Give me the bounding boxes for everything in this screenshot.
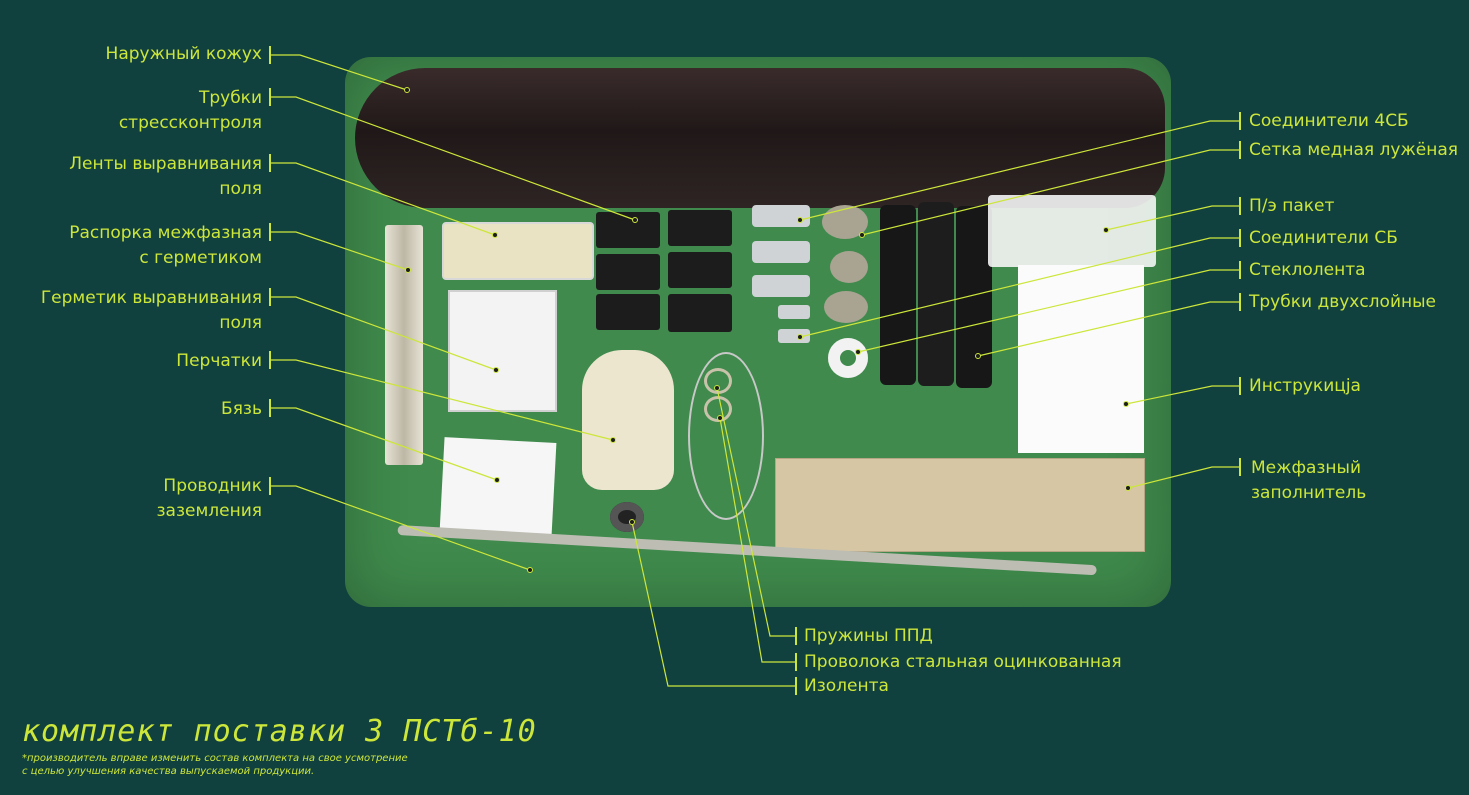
connectors-sb [778, 305, 812, 345]
label-outer-sleeve: Наружный кожух [105, 44, 262, 64]
label-line: заполнитель [1251, 483, 1367, 503]
label-line: Межфазный [1251, 458, 1362, 478]
gloves [582, 350, 674, 490]
phase-spacer [385, 225, 423, 465]
label-cloth: Бязь [221, 399, 262, 419]
insulating-tape-roll [610, 502, 644, 532]
label-connectors-4sb: Соединители 4СБ [1249, 111, 1409, 131]
label-line: Трубки [198, 88, 262, 108]
label-line: заземления [156, 501, 263, 521]
sealant-bag [448, 290, 557, 412]
field-grading-tapes [442, 222, 594, 280]
label-line: Распорка межфазная [69, 223, 262, 243]
label-insulating-tape: Изолента [804, 676, 889, 696]
label-ppd-springs: Пружины ППД [804, 626, 933, 646]
label-line: Проводник [163, 476, 262, 496]
pe-bag [988, 195, 1156, 267]
label-instruction: Инструкицја [1249, 376, 1361, 396]
label-stress-control-tubes: Трубки стрессконтроля [119, 86, 262, 136]
connectors-4sb [752, 205, 812, 297]
steel-wire [688, 352, 764, 520]
stress-control-tubes [596, 210, 736, 340]
label-gloves: Перчатки [176, 351, 262, 371]
glass-tape-roll [828, 338, 868, 378]
label-line: Герметик выравнивания [40, 288, 262, 308]
dual-layer-tubes [880, 200, 996, 390]
copper-mesh [822, 205, 872, 325]
label-line: поля [219, 313, 262, 333]
label-field-grading-tapes: Ленты выравнивания поля [69, 152, 262, 202]
kit-title: комплект поставки 3 ПСТб-10 [22, 714, 537, 749]
label-grounding-conductor: Проводник заземления [157, 474, 263, 524]
manufacturer-note: *производитель вправе изменить состав ко… [22, 752, 408, 778]
label-dual-layer-tubes: Трубки двухслойные [1249, 292, 1436, 312]
label-line: Ленты выравнивания [69, 154, 262, 174]
label-phase-spacer: Распорка межфазная с герметиком [69, 221, 262, 271]
label-pe-bag: П/э пакет [1249, 196, 1335, 216]
note-line: с целью улучшения качества выпускаемой п… [22, 766, 315, 777]
label-steel-wire: Проволока стальная оцинкованная [804, 652, 1122, 672]
label-line: с герметиком [139, 248, 262, 268]
interphase-filler-boxes [775, 458, 1145, 552]
label-interphase-filler: Межфазный заполнитель [1251, 456, 1366, 506]
label-sealant: Герметик выравнивания поля [41, 286, 262, 336]
label-line: поля [219, 179, 262, 199]
label-glass-tape: Стеклолента [1249, 260, 1366, 280]
note-line: *производитель вправе изменить состав ко… [22, 753, 408, 764]
outer-sleeve-tube [355, 68, 1165, 208]
instruction-sheet [1018, 265, 1144, 453]
label-copper-mesh: Сетка медная лужёная [1249, 140, 1458, 160]
label-connectors-sb: Соединители СБ [1249, 228, 1398, 248]
cloth-rags [439, 437, 557, 538]
label-line: стрессконтроля [118, 113, 262, 133]
